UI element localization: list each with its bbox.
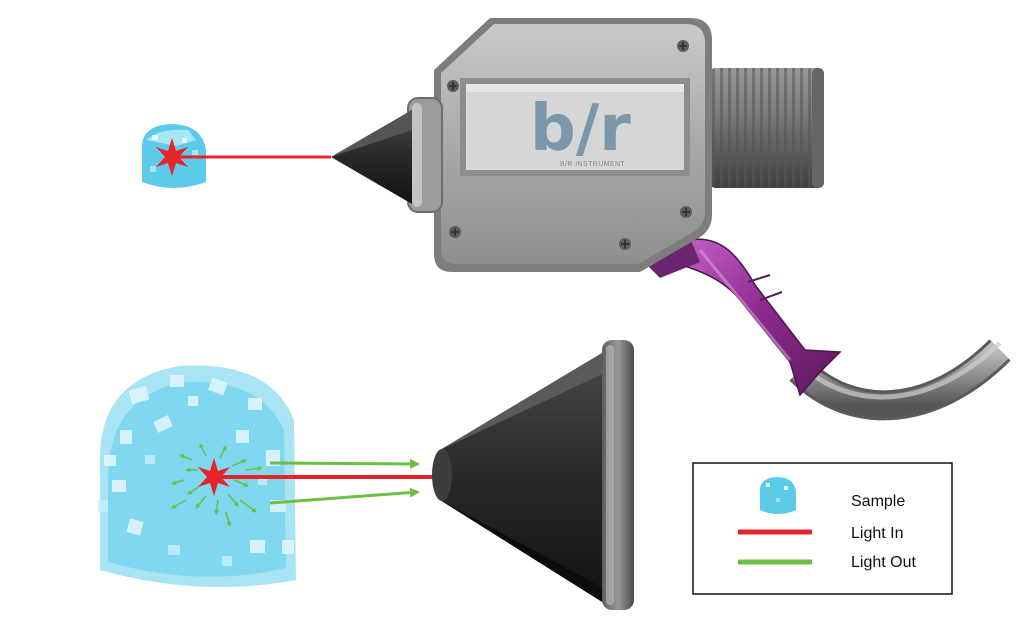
- legend: Sample Light In Light Out: [692, 462, 953, 595]
- screw-icon: [677, 40, 689, 52]
- focus-star-icon: [198, 458, 230, 496]
- light-out-arrow-lower: [269, 487, 420, 505]
- screw-icon: [680, 206, 692, 218]
- screw-icon: [619, 238, 631, 250]
- legend-label-light-out: Light Out: [851, 554, 916, 571]
- cable-boot: [640, 238, 842, 397]
- legend-label-sample: Sample: [851, 493, 905, 510]
- sample-large: [98, 365, 296, 588]
- focus-star-icon: [156, 138, 188, 176]
- legend-box: [692, 462, 953, 595]
- sample-icon: [759, 477, 796, 514]
- brand-logo: b/r: [530, 92, 631, 166]
- brand-name: B/R INSTRUMENT: [560, 161, 625, 168]
- legend-label-light-in: Light In: [851, 525, 903, 542]
- probe-body: b/r B/R INSTRUMENT: [407, 18, 824, 272]
- sample-small: [141, 124, 206, 188]
- probe-tip-cone: [331, 110, 412, 204]
- screw-icon: [447, 80, 459, 92]
- screw-icon: [449, 226, 461, 238]
- fiber-cable: [789, 339, 1011, 421]
- probe-tip-cone-enlarged: [432, 340, 634, 610]
- light-out-arrow-upper: [269, 458, 420, 469]
